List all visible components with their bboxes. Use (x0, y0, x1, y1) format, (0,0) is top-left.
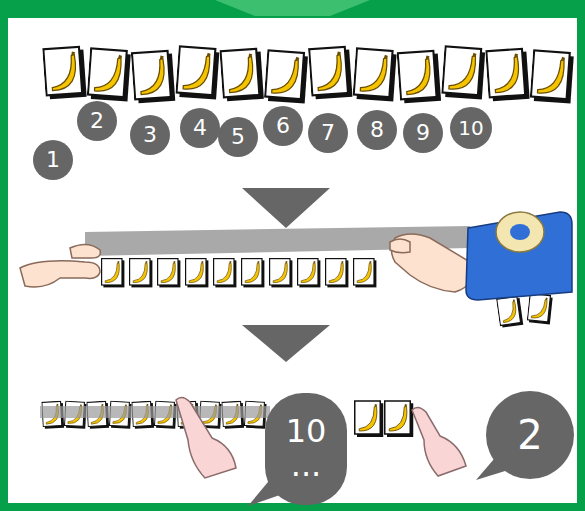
banana-card (130, 259, 153, 288)
thumb (70, 244, 100, 258)
label-text: 5 (231, 125, 245, 148)
top-band (0, 0, 585, 18)
callout-number: 3 (130, 115, 170, 155)
tape-strip (40, 406, 270, 418)
banana-card (265, 50, 308, 103)
banana-card (298, 259, 321, 288)
label-text: 9 (416, 121, 430, 144)
label-text: 7 (321, 121, 335, 144)
banana-card (398, 50, 441, 103)
banana-card (442, 46, 485, 99)
label-text: 2 (90, 109, 104, 132)
banana-card (531, 50, 574, 103)
tape-dispenser (466, 212, 572, 300)
banana-card (221, 48, 264, 101)
banana-card (242, 259, 265, 288)
label-text: 10 (458, 118, 483, 139)
tape-roll (496, 212, 544, 252)
label-text: 1 (46, 148, 60, 171)
label-text: 3 (143, 123, 157, 146)
label-text: 8 (370, 118, 384, 141)
banana-card (353, 48, 396, 101)
label-text: 2 (517, 414, 542, 456)
speech-bubble: 10 ... (265, 393, 347, 505)
speech-bubble: 2 (486, 391, 574, 479)
label-text: 6 (276, 114, 290, 137)
banana-card (186, 259, 209, 288)
banana-card (309, 46, 352, 99)
hand (20, 261, 100, 287)
banana-card (497, 296, 524, 328)
callout-number: 9 (403, 113, 443, 153)
callout-number: 4 (180, 108, 220, 148)
banana-card (270, 259, 293, 288)
banana-card (527, 293, 553, 324)
banana-card (43, 46, 86, 99)
down-arrow (242, 188, 330, 228)
callout-number: 2 (77, 101, 117, 141)
top-tab (215, 0, 370, 16)
callout-number: 7 (308, 113, 348, 153)
banana-card (326, 259, 349, 288)
banana-card (176, 46, 219, 99)
banana-card (158, 259, 181, 288)
pointing-finger (412, 407, 466, 476)
banana-card (355, 401, 384, 437)
banana-cards (42, 46, 574, 437)
label-text: 4 (193, 116, 207, 139)
banana-card (132, 50, 175, 103)
tape-core (510, 224, 530, 240)
banana-card (385, 401, 414, 437)
banana-card (486, 48, 529, 101)
callout-number: 1 (33, 140, 73, 180)
callout-number: 8 (357, 110, 397, 150)
finger (390, 239, 410, 253)
callout-number: 5 (218, 117, 258, 157)
banana-card (88, 48, 131, 101)
banana-card (354, 259, 377, 288)
callout-number: 10 (450, 107, 492, 149)
callout-number: 6 (263, 106, 303, 146)
down-arrow (242, 325, 330, 362)
banana-card (102, 259, 125, 288)
label-text: 10 ... (276, 415, 336, 482)
pointing-finger (176, 397, 236, 478)
banana-card (214, 259, 237, 288)
